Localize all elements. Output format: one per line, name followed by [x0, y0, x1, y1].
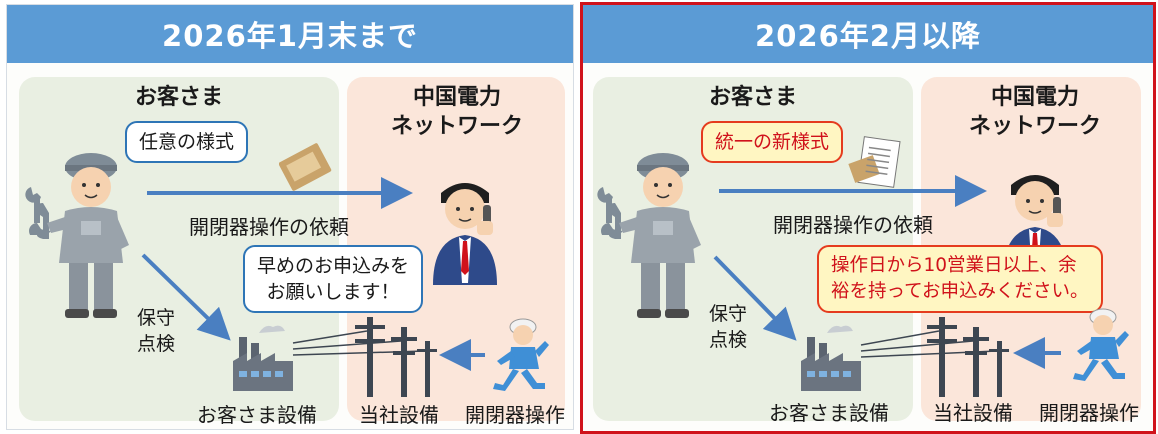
envelope-icon [279, 141, 335, 191]
factory-icon [799, 323, 863, 393]
switch-operation-label: 開閉器操作 [465, 403, 565, 427]
customer-title: お客さま [708, 85, 797, 110]
maintenance-label: 保守 点検 [137, 307, 176, 355]
switch-operation-label: 開閉器操作 [1039, 401, 1139, 425]
panel-header: 2026年1月末まで [7, 5, 573, 63]
running-worker-icon [491, 317, 551, 397]
company-equipment-label: 当社設備 [933, 401, 1013, 425]
panel-until-jan-2026: 2026年1月末まで お客さま 中国電力 ネットワーク [6, 4, 574, 430]
factory-icon [231, 323, 295, 393]
power-pole-icon [353, 311, 441, 397]
customer-title: お客さま [134, 85, 223, 110]
panel-from-feb-2026: 2026年2月以降 お客さま 中国電力 ネットワーク [580, 2, 1156, 434]
form-callout: 統一の新様式 [701, 121, 844, 163]
advice-callout: 早めのお申込みを お願いします！ [243, 245, 424, 313]
form-callout: 任意の様式 [125, 121, 249, 163]
document-icon [847, 133, 907, 191]
operator-icon [425, 175, 505, 285]
request-label: 開閉器操作の依頼 [773, 213, 933, 237]
wrench-icon [23, 185, 53, 235]
advice-callout: 操作日から10営業日以上、余 裕を持ってお申込みください。 [817, 245, 1103, 313]
company-title: 中国電力 ネットワーク [968, 85, 1101, 139]
request-label: 開閉器操作の依頼 [189, 215, 349, 239]
customer-equipment-label: お客さま設備 [197, 403, 317, 427]
running-worker-icon [1071, 307, 1131, 387]
company-equipment-label: 当社設備 [359, 403, 439, 427]
worker-icon [35, 147, 145, 322]
customer-equipment-label: お客さま設備 [769, 401, 889, 425]
panel-header: 2026年2月以降 [583, 5, 1153, 63]
maintenance-label: 保守 点検 [709, 303, 748, 351]
wrench-icon [595, 185, 625, 235]
power-pole-icon [925, 311, 1013, 397]
company-title: 中国電力 ネットワーク [390, 85, 523, 139]
